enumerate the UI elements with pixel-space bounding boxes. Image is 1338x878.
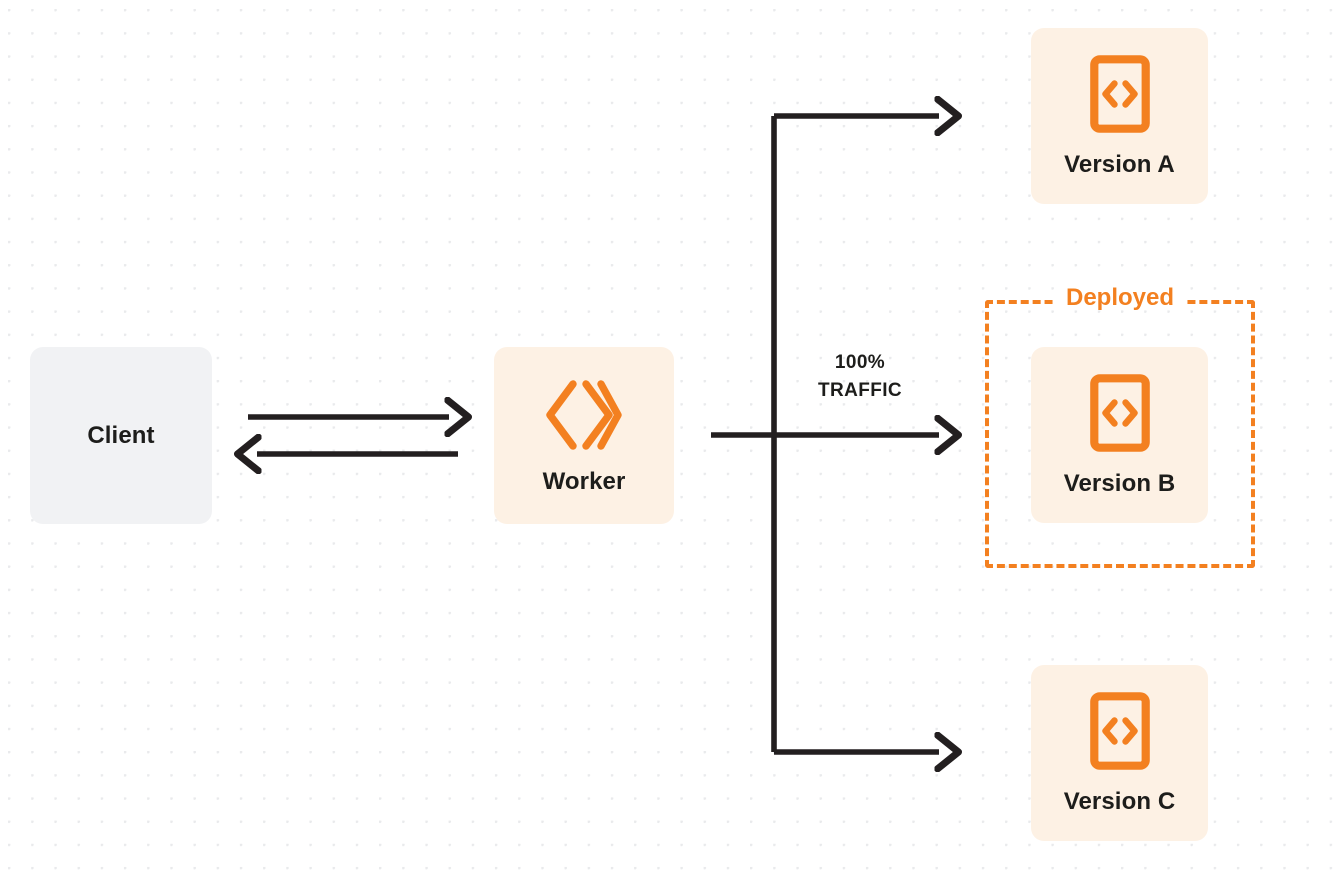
deployed-group-label: Deployed [1055,286,1185,310]
node-version-a[interactable]: Version A [1031,28,1208,204]
node-version-b[interactable]: Version B [1031,347,1208,523]
traffic-percent: 100% [834,352,886,373]
traffic-caption: TRAFFIC [817,380,903,401]
node-worker[interactable]: Worker [494,347,674,524]
code-file-icon [1089,374,1150,452]
traffic-label: 100% TRAFFIC [795,353,925,400]
node-client[interactable]: Client [30,347,212,524]
code-file-icon [1089,55,1150,133]
node-client-label: Client [87,421,155,449]
workers-chevron-icon [545,378,623,452]
node-worker-label: Worker [542,467,626,495]
deployed-group: Deployed [985,286,1255,568]
code-file-icon [1089,692,1150,770]
node-version-c[interactable]: Version C [1031,665,1208,841]
node-version-a-label: Version A [1064,151,1175,178]
node-version-c-label: Version C [1063,788,1176,815]
node-version-b-label: Version B [1063,470,1176,497]
